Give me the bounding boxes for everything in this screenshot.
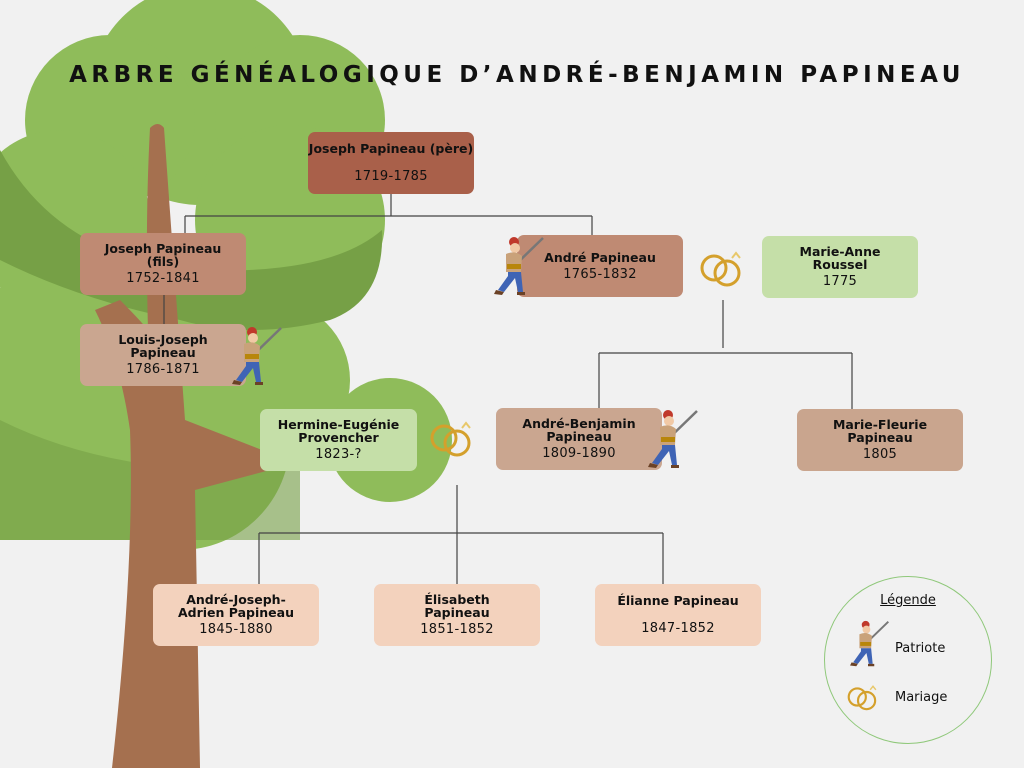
person-name: André-Joseph-Adrien Papineau: [177, 592, 294, 620]
wedding-rings-icon: [430, 421, 472, 457]
person-elisabeth: Élisabeth Papineau 1851-1852: [374, 584, 540, 646]
person-name: André-Benjamin Papineau: [522, 416, 636, 444]
person-name: Marie-Anne Roussel: [799, 244, 881, 272]
legend-title: Légende: [880, 593, 936, 608]
tree-trunk: [95, 124, 270, 768]
person-andre-benjamin: André-Benjamin Papineau 1809-1890: [496, 408, 662, 470]
person-name: Joseph Papineau (père): [308, 141, 474, 156]
person-name: Joseph Papineau (fils): [104, 241, 222, 269]
person-dates: 1809-1890: [542, 446, 616, 461]
person-dates: 1823-?: [315, 447, 362, 462]
person-elianne: Élianne Papineau 1847-1852: [595, 584, 761, 646]
person-dates: 1786-1871: [126, 362, 200, 377]
person-dates: 1805: [862, 447, 898, 462]
person-name: Élisabeth Papineau: [424, 592, 490, 620]
wedding-rings-icon: [847, 685, 877, 711]
patriot-icon: [849, 619, 890, 667]
person-andre-joseph: André-Joseph-Adrien Papineau 1845-1880: [153, 584, 319, 646]
person-name: Marie-Fleurie Papineau: [832, 417, 928, 445]
page-title: ARBRE GÉNÉALOGIQUE D’ANDRÉ-BENJAMIN PAPI…: [69, 62, 965, 88]
person-hermine: Hermine-Eugénie Provencher 1823-?: [260, 409, 417, 471]
connector-lines: [163, 194, 853, 584]
person-name: André Papineau: [544, 249, 656, 265]
person-dates: 1765-1832: [563, 266, 637, 282]
person-name: Hermine-Eugénie Provencher: [277, 417, 400, 445]
legend: Légende Patriote Mariage: [824, 576, 992, 744]
person-dates: 1752-1841: [126, 271, 200, 286]
person-dates: 1847-1852: [641, 621, 715, 636]
person-dates: 1845-1880: [199, 622, 273, 637]
person-name: Louis-Joseph Papineau: [118, 332, 208, 360]
person-dates: 1851-1852: [420, 622, 494, 637]
patriot-icon: [230, 325, 283, 386]
person-name: Élianne Papineau: [617, 593, 739, 608]
person-marie-fleurie: Marie-Fleurie Papineau 1805: [797, 409, 963, 471]
wedding-rings-icon: [700, 251, 742, 287]
patriot-icon: [492, 235, 545, 296]
person-dates: 1775: [822, 274, 858, 289]
person-marie-anne: Marie-Anne Roussel 1775: [762, 236, 918, 298]
legend-marriage-label: Mariage: [895, 690, 948, 705]
person-louis-joseph: Louis-Joseph Papineau 1786-1871: [80, 324, 246, 386]
person-joseph-pere: Joseph Papineau (père) 1719-1785: [308, 132, 474, 194]
legend-patriot-label: Patriote: [895, 641, 946, 656]
person-dates: 1719-1785: [354, 169, 428, 184]
person-joseph-fils: Joseph Papineau (fils) 1752-1841: [80, 233, 246, 295]
patriot-icon: [646, 408, 699, 469]
